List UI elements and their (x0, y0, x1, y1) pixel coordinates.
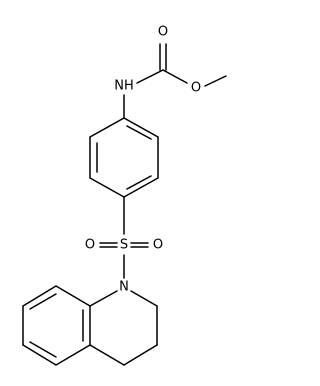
bonds (22, 43, 227, 366)
bond-methyl-o (204, 75, 227, 87)
ring-b-bond-1 (55, 285, 91, 307)
atom-labels: O O NH S O O N (85, 25, 201, 295)
bond-o-carbonylc (162, 69, 188, 84)
bond-carbonylc-nh (136, 69, 164, 84)
bond-c4-c4a (89, 344, 125, 366)
bond-n-c2 (130, 290, 158, 307)
atom-o-sulfonyl-right: O (153, 238, 163, 253)
ring-b-bond-4 (22, 344, 57, 366)
ring-a-bond-1 (123, 117, 159, 138)
atom-nh: NH (114, 79, 134, 94)
ring-b-bond-2 (22, 285, 57, 307)
ring-a-bond-4 (89, 177, 125, 198)
chemical-structure: O O NH S O O N (22, 25, 227, 366)
atom-o-ester: O (191, 81, 201, 96)
atom-n-ring: N (119, 280, 129, 295)
ring-b-inner-1 (29, 293, 57, 310)
atom-o-sulfonyl-left: O (85, 238, 95, 253)
ring-b-inner-2 (29, 341, 57, 358)
atom-o-carbonyl: O (158, 25, 168, 40)
ring-a-bond-3 (123, 177, 159, 198)
bond-c8a-n (89, 290, 118, 307)
bond-c3-c4 (123, 344, 158, 366)
atom-s: S (120, 238, 128, 253)
ring-b-bond-5 (55, 344, 91, 366)
ring-a-bond-6 (89, 117, 125, 138)
ring-a-inner-1 (126, 125, 152, 140)
ring-a-inner-2 (126, 175, 152, 190)
